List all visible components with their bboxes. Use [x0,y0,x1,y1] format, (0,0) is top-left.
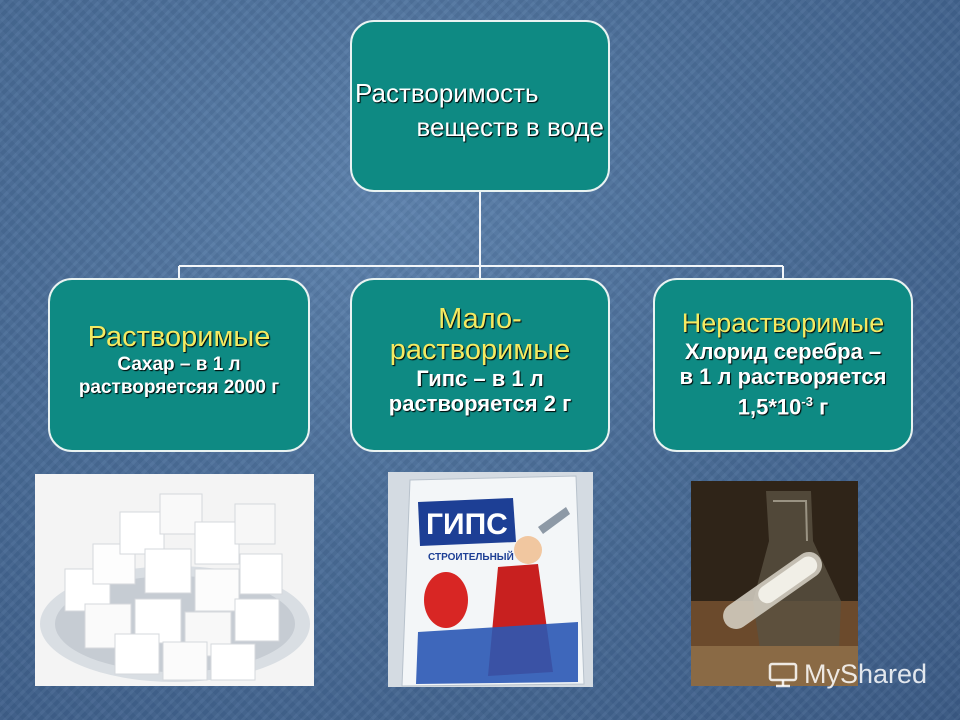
value-base: 1,5*10 [737,394,802,420]
root-title-line1: Растворимость [355,78,539,108]
test-tube-photo [691,481,858,686]
node-insoluble: Нерастворимые Хлорид серебра – в 1 л рас… [653,278,913,452]
watermark: MyShared [768,656,927,692]
node-soluble: Растворимые Сахар – в 1 л растворяетсяя … [48,278,310,452]
node-insoluble-value: 1,5*10-3 г [655,389,911,419]
node-slightly-soluble-heading2: растворимые [389,334,571,366]
node-slightly-soluble-line1: Гипс – в 1 л [416,366,544,391]
node-insoluble-line1: Хлорид серебра – [684,339,882,364]
root-title-line2: веществ в воде [416,112,604,142]
sugar-cubes-photo [35,474,314,686]
root-node: Растворимость веществ в воде [350,20,610,192]
node-insoluble-line2: в 1 л растворяется [679,364,887,389]
node-insoluble-heading: Нерастворимые [681,308,885,338]
gypsum-bag-photo: ГИПС СТРОИТЕЛЬНЫЙ [388,472,593,687]
presentation-icon [768,662,798,688]
value-unit: г [812,394,829,420]
node-slightly-soluble-line2: растворяется 2 г [388,391,572,416]
bag-sublabel: СТРОИТЕЛЬНЫЙ [428,550,514,563]
node-soluble-line1: Сахар – в 1 л [117,354,241,375]
root-title: Растворимость веществ в воде [352,76,608,144]
watermark-text: MyShared [804,658,928,689]
node-slightly-soluble-heading1: Мало- [438,303,522,335]
bag-label: ГИПС [426,508,508,541]
node-soluble-line2: растворяетсяя 2000 г [78,377,280,398]
node-soluble-heading: Растворимые [87,321,271,353]
value-exponent: -3 [801,394,813,409]
node-slightly-soluble: Мало- растворимые Гипс – в 1 л растворяе… [350,278,610,452]
